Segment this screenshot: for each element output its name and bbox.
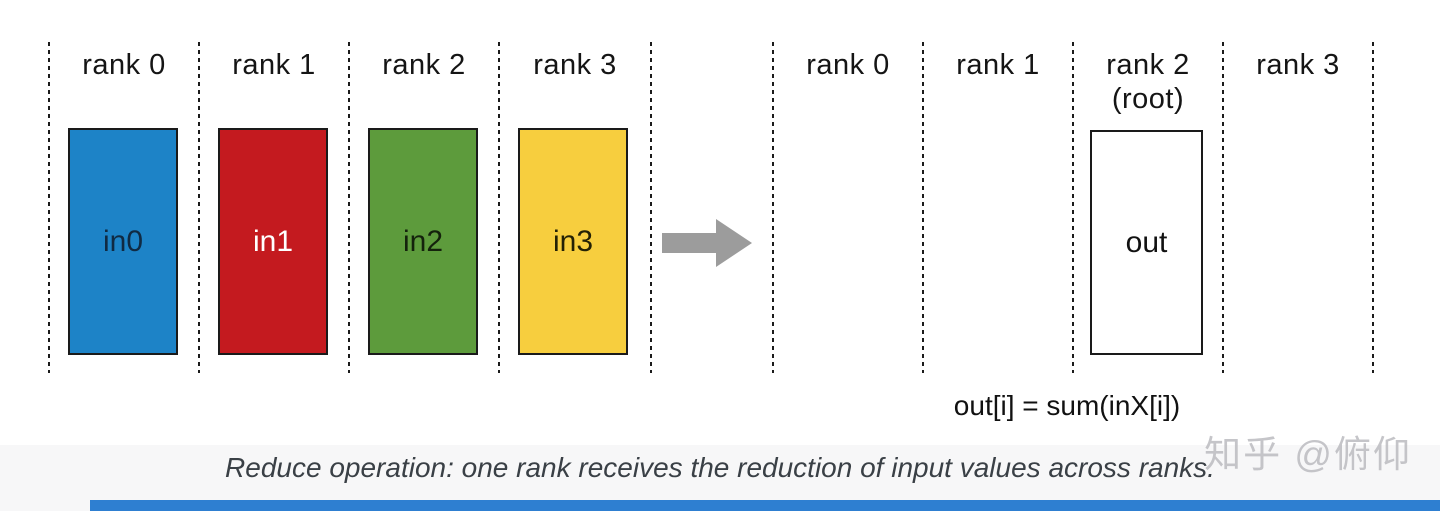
column-separator (498, 42, 500, 373)
buffer-label: in2 (402, 224, 444, 258)
column-separator (922, 42, 924, 373)
right-arrow-icon (662, 219, 752, 267)
rank-header-right-1: rank 1 (924, 48, 1072, 120)
rank-label: rank 3 (1256, 49, 1340, 81)
column-separator (650, 42, 652, 373)
buffer-label: in3 (552, 224, 594, 258)
buffer-label: in0 (102, 224, 144, 258)
rank-label: rank 0 (806, 49, 890, 81)
rank-label: rank 0 (82, 49, 166, 81)
column-separator (48, 42, 50, 373)
buffer-label: out (1125, 225, 1168, 259)
figure-caption: Reduce operation: one rank receives the … (225, 452, 1215, 483)
rank-header-left-2: rank 2 (350, 48, 498, 120)
rank-header-left-3: rank 3 (500, 48, 650, 120)
rank-root-sublabel: (root) (1111, 83, 1185, 115)
buffer-label: in1 (252, 224, 294, 258)
input-buffer-in1: in1 (218, 128, 328, 355)
input-buffer-in2: in2 (368, 128, 478, 355)
bottom-accent-bar (90, 500, 1440, 511)
rank-header-right-3: rank 3 (1224, 48, 1372, 120)
rank-label: rank 2 (382, 49, 466, 81)
input-buffer-in3: in3 (518, 128, 628, 355)
rank-label: rank 1 (956, 49, 1040, 81)
column-separator (198, 42, 200, 373)
rank-label: rank 1 (232, 49, 316, 81)
rank-header-right-0: rank 0 (774, 48, 922, 120)
rank-label: rank 2 (1106, 49, 1190, 81)
column-separator (348, 42, 350, 373)
rank-header-right-2: rank 2 (root) (1074, 48, 1222, 120)
output-buffer-out: out (1090, 130, 1203, 355)
column-separator (1072, 42, 1074, 373)
rank-header-left-1: rank 1 (200, 48, 348, 120)
column-separator (772, 42, 774, 373)
column-separator (1372, 42, 1374, 373)
reduction-formula: out[i] = sum(inX[i]) (953, 390, 1181, 421)
column-separator (1222, 42, 1224, 373)
rank-header-left-0: rank 0 (50, 48, 198, 120)
input-buffer-in0: in0 (68, 128, 178, 355)
zhihu-watermark: 知乎 @俯仰 (1204, 434, 1412, 475)
rank-label: rank 3 (533, 49, 617, 81)
